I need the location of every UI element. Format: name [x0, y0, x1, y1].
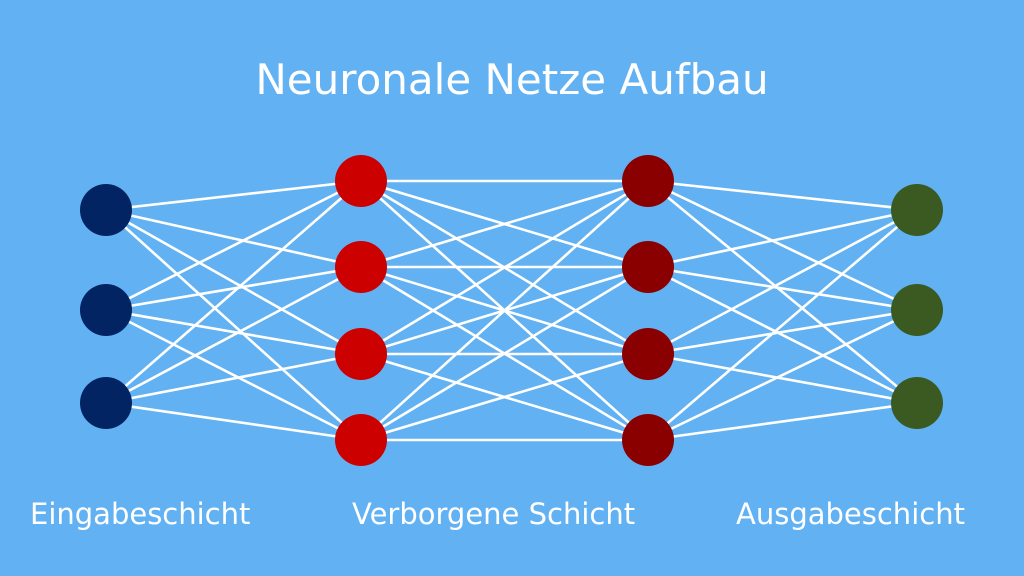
- connection-hidden-1-3-to-hidden-2-1: [359, 179, 650, 356]
- connection-hidden-2-4-to-output-3: [646, 401, 919, 442]
- connection-hidden-2-4-to-output-2: [646, 308, 919, 442]
- connection-input-2-to-hidden-1-3: [104, 308, 363, 356]
- hidden-2-neuron-3: [622, 328, 674, 380]
- connection-hidden-1-4-to-hidden-2-1: [359, 179, 650, 442]
- connection-input-3-to-hidden-1-2: [104, 265, 363, 405]
- connection-input-1-to-hidden-1-2: [104, 208, 363, 269]
- hidden-1-neuron-4: [335, 414, 387, 466]
- hidden-2-neuron-2: [622, 241, 674, 293]
- hidden-1-neuron-3: [335, 328, 387, 380]
- connection-input-1-to-hidden-1-1: [104, 179, 363, 212]
- connection-hidden-2-3-to-output-2: [646, 308, 919, 356]
- connection-hidden-2-1-to-output-3: [646, 179, 919, 405]
- hidden-1-neuron-1: [335, 155, 387, 207]
- connection-hidden-2-3-to-output-1: [646, 208, 919, 356]
- connection-hidden-2-2-to-output-1: [646, 208, 919, 269]
- connection-hidden-1-4-to-hidden-2-2: [359, 265, 650, 442]
- connection-hidden-2-3-to-output-3: [646, 352, 919, 405]
- connection-input-2-to-hidden-1-4: [104, 308, 363, 442]
- connection-hidden-2-4-to-output-1: [646, 208, 919, 442]
- hidden-1-neuron-2: [335, 241, 387, 293]
- page-title: Neuronale Netze Aufbau: [255, 55, 769, 104]
- connection-input-2-to-hidden-1-1: [104, 179, 363, 312]
- output-neuron-1: [891, 184, 943, 236]
- connection-hidden-1-4-to-hidden-2-3: [359, 352, 650, 442]
- connection-hidden-2-1-to-output-2: [646, 179, 919, 312]
- connection-input-3-to-hidden-1-3: [104, 352, 363, 405]
- connection-input-2-to-hidden-1-2: [104, 265, 363, 312]
- connection-input-1-to-hidden-1-3: [104, 208, 363, 356]
- input-neuron-3: [80, 377, 132, 429]
- input-neuron-2: [80, 284, 132, 336]
- connection-input-1-to-hidden-1-4: [104, 208, 363, 442]
- connection-hidden-2-2-to-output-2: [646, 265, 919, 312]
- nodes: [80, 155, 943, 466]
- hidden-layer-label: Verborgene Schicht: [352, 497, 636, 531]
- hidden-2-neuron-1: [622, 155, 674, 207]
- connection-input-3-to-hidden-1-1: [104, 179, 363, 405]
- input-layer-label: Eingabeschicht: [30, 497, 251, 531]
- connection-input-3-to-hidden-1-4: [104, 401, 363, 442]
- input-neuron-1: [80, 184, 132, 236]
- connection-hidden-2-1-to-output-1: [646, 179, 919, 212]
- connection-hidden-1-2-to-hidden-2-1: [359, 179, 650, 269]
- output-layer-label: Ausgabeschicht: [736, 497, 965, 531]
- output-neuron-2: [891, 284, 943, 336]
- hidden-2-neuron-4: [622, 414, 674, 466]
- output-neuron-3: [891, 377, 943, 429]
- connections: [104, 179, 919, 442]
- connection-hidden-2-2-to-output-3: [646, 265, 919, 405]
